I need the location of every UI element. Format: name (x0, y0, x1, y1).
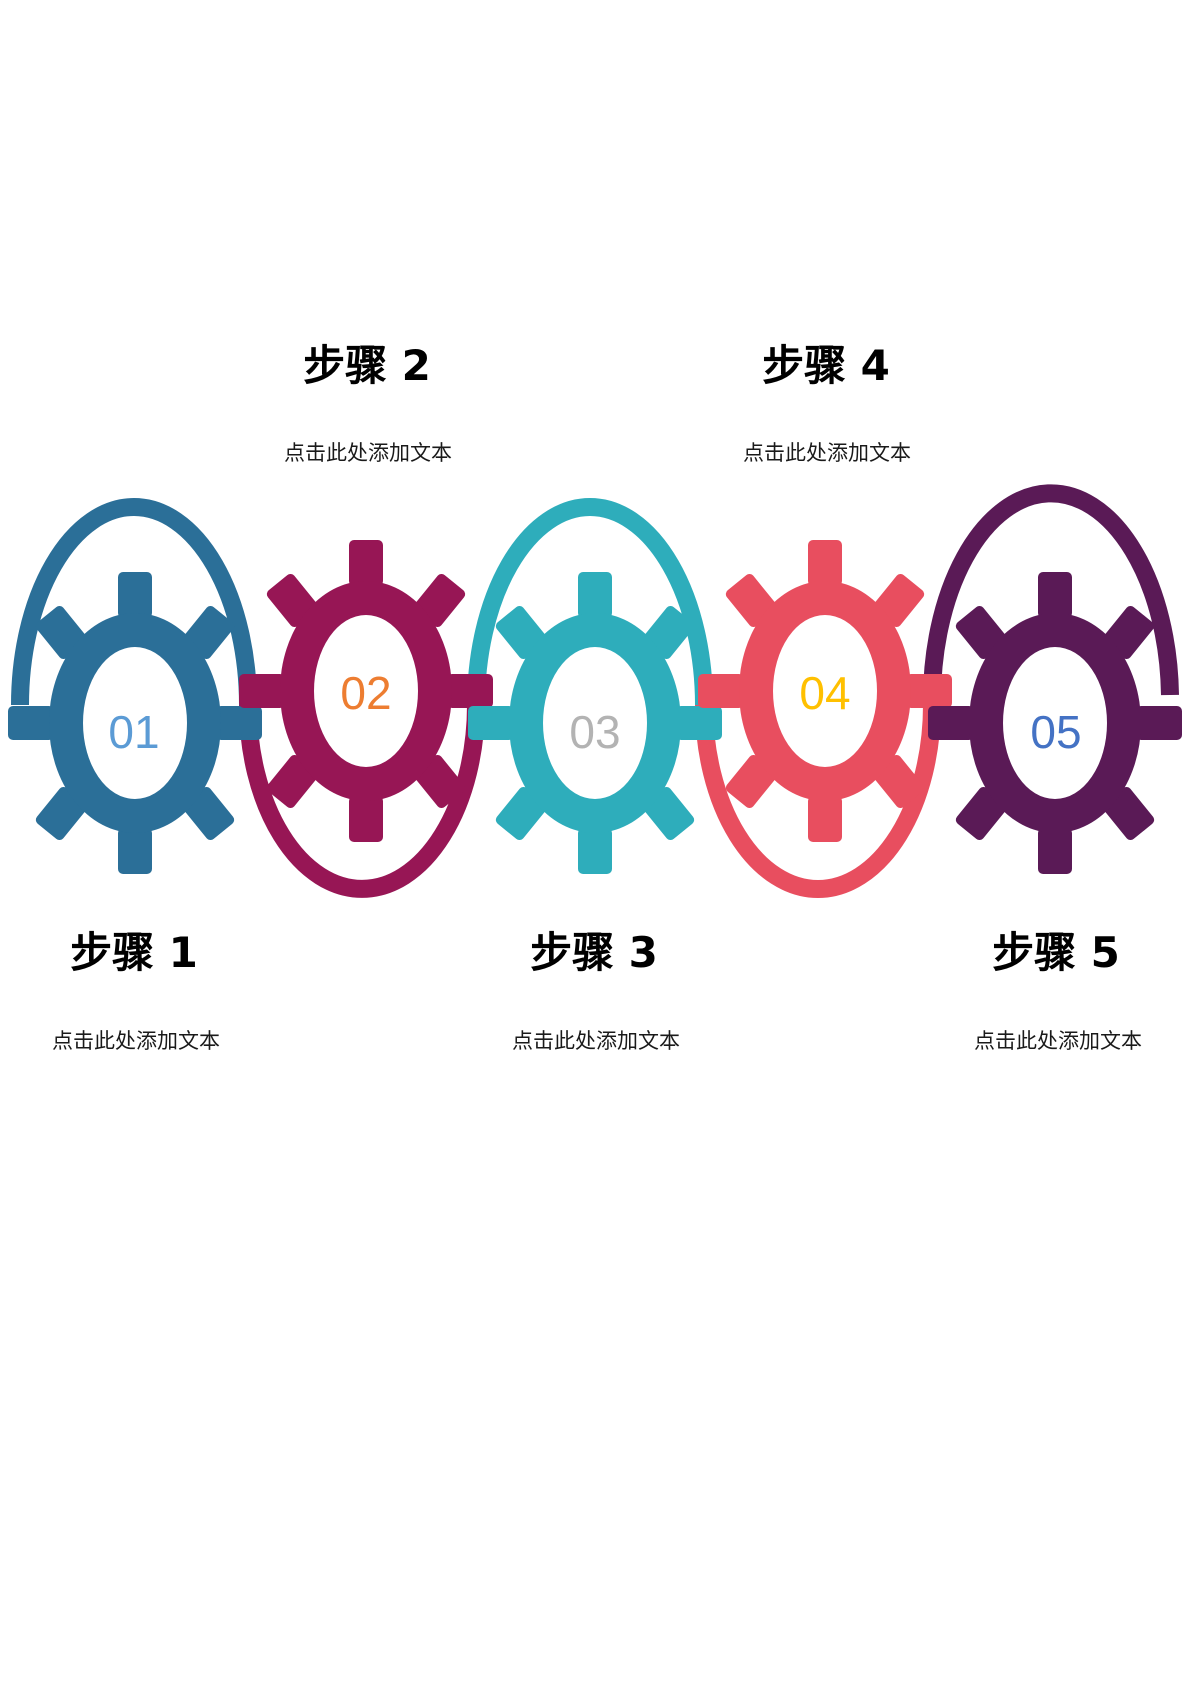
gear-tooth (447, 674, 493, 708)
step-number-4: 04 (799, 667, 850, 719)
gear-icon-5 (928, 572, 1182, 874)
arc-1 (11, 498, 257, 706)
gear-tooth (578, 828, 612, 874)
gear-body-5 (928, 572, 1182, 874)
gear-tooth (578, 572, 612, 618)
gear-tooth (928, 706, 974, 740)
gear-tooth (1136, 706, 1182, 740)
gear-tooth (468, 706, 514, 740)
gear-tooth (216, 706, 262, 740)
gear-hole (543, 647, 647, 799)
step-number-1: 01 (108, 706, 159, 758)
gear-tooth (906, 674, 952, 708)
gear-body-2 (239, 540, 493, 842)
arc-5 (922, 484, 1179, 706)
gear-tooth (8, 706, 54, 740)
gear-icon-1 (8, 572, 262, 874)
step-title-3: 步骤 3 (530, 928, 658, 977)
gear-icon-3 (468, 572, 722, 874)
step-title-4: 步骤 4 (762, 341, 890, 390)
arc-3 (467, 498, 713, 706)
step-title-1: 步骤 1 (70, 928, 198, 977)
gear-tooth (239, 674, 285, 708)
step-text-3[interactable]: 点击此处添加文本 (512, 1029, 680, 1053)
gear-body-1 (8, 572, 262, 874)
gear-tooth (808, 540, 842, 586)
gear-tooth (698, 674, 744, 708)
step-text-4[interactable]: 点击此处添加文本 (743, 441, 911, 465)
step-text-5[interactable]: 点击此处添加文本 (974, 1029, 1142, 1053)
step-number-3: 03 (569, 706, 620, 758)
step-title-2: 步骤 2 (303, 341, 431, 390)
gear-tooth (808, 796, 842, 842)
step-number-5: 05 (1030, 706, 1081, 758)
gear-body-4 (698, 540, 952, 842)
gear-icon-4 (698, 540, 952, 842)
gear-hole (773, 615, 877, 767)
gear-hole (83, 647, 187, 799)
step-number-2: 02 (340, 667, 391, 719)
step-text-1[interactable]: 点击此处添加文本 (52, 1029, 220, 1053)
step-text-2[interactable]: 点击此处添加文本 (284, 441, 452, 465)
gear-tooth (676, 706, 722, 740)
gear-tooth (349, 540, 383, 586)
gear-body-3 (468, 572, 722, 874)
gear-tooth (1038, 572, 1072, 618)
gear-tooth (118, 828, 152, 874)
step-title-5: 步骤 5 (992, 928, 1120, 977)
gear-tooth (349, 796, 383, 842)
gear-hole (1003, 647, 1107, 799)
gear-icon-2 (239, 540, 493, 842)
gear-hole (314, 615, 418, 767)
gear-tooth (1038, 828, 1072, 874)
gear-tooth (118, 572, 152, 618)
